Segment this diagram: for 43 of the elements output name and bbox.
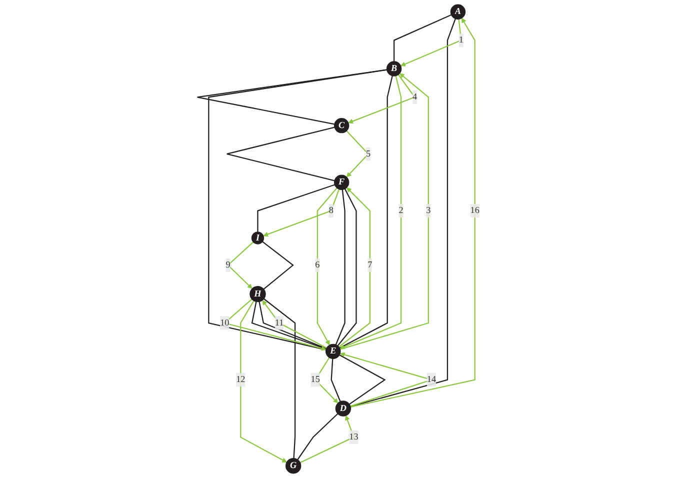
edge-label: 3: [426, 206, 430, 216]
edge-label: 9: [225, 260, 230, 270]
arrow: [338, 187, 370, 348]
edge-label: 15: [310, 374, 320, 384]
edge-label: 12: [236, 374, 245, 384]
edge-label: 8: [328, 206, 334, 216]
node-circle: B: [386, 61, 402, 76]
connector: [226, 126, 334, 182]
edge-label: 16: [470, 206, 480, 216]
edge-label: 1: [458, 35, 464, 45]
connector: [393, 14, 452, 62]
node-circle: A: [450, 4, 466, 20]
connector: [256, 184, 334, 232]
node-circle: H: [249, 286, 266, 302]
edge-label: 7: [367, 260, 372, 270]
connector: [208, 69, 387, 350]
connector: [330, 358, 340, 402]
edge-label: 5: [366, 148, 370, 159]
arrow: [340, 73, 429, 350]
node-circle: D: [335, 400, 351, 416]
node-circle: F: [334, 174, 349, 190]
edge-label: 10: [220, 318, 229, 328]
connector: [263, 298, 296, 458]
arrow: [346, 130, 369, 178]
edge-label: 6: [314, 260, 320, 270]
arrow: [316, 188, 337, 346]
node-circle: G: [285, 458, 301, 474]
arrow: [262, 189, 340, 237]
arrow: [400, 19, 462, 66]
node-circle: E: [325, 344, 340, 360]
arrow: [350, 18, 476, 408]
node-circle: I: [251, 232, 264, 244]
node-circle: C: [334, 118, 349, 134]
edge-label: 4: [412, 92, 417, 102]
arrow: [240, 300, 287, 462]
edge-label: 13: [348, 432, 358, 442]
edge-label: 11: [274, 318, 284, 328]
connector: [335, 190, 346, 345]
edge-label: 14: [426, 374, 436, 384]
connector: [336, 188, 356, 346]
arrow: [300, 415, 354, 464]
connector: [296, 413, 338, 460]
edge-label: 2: [398, 206, 403, 216]
